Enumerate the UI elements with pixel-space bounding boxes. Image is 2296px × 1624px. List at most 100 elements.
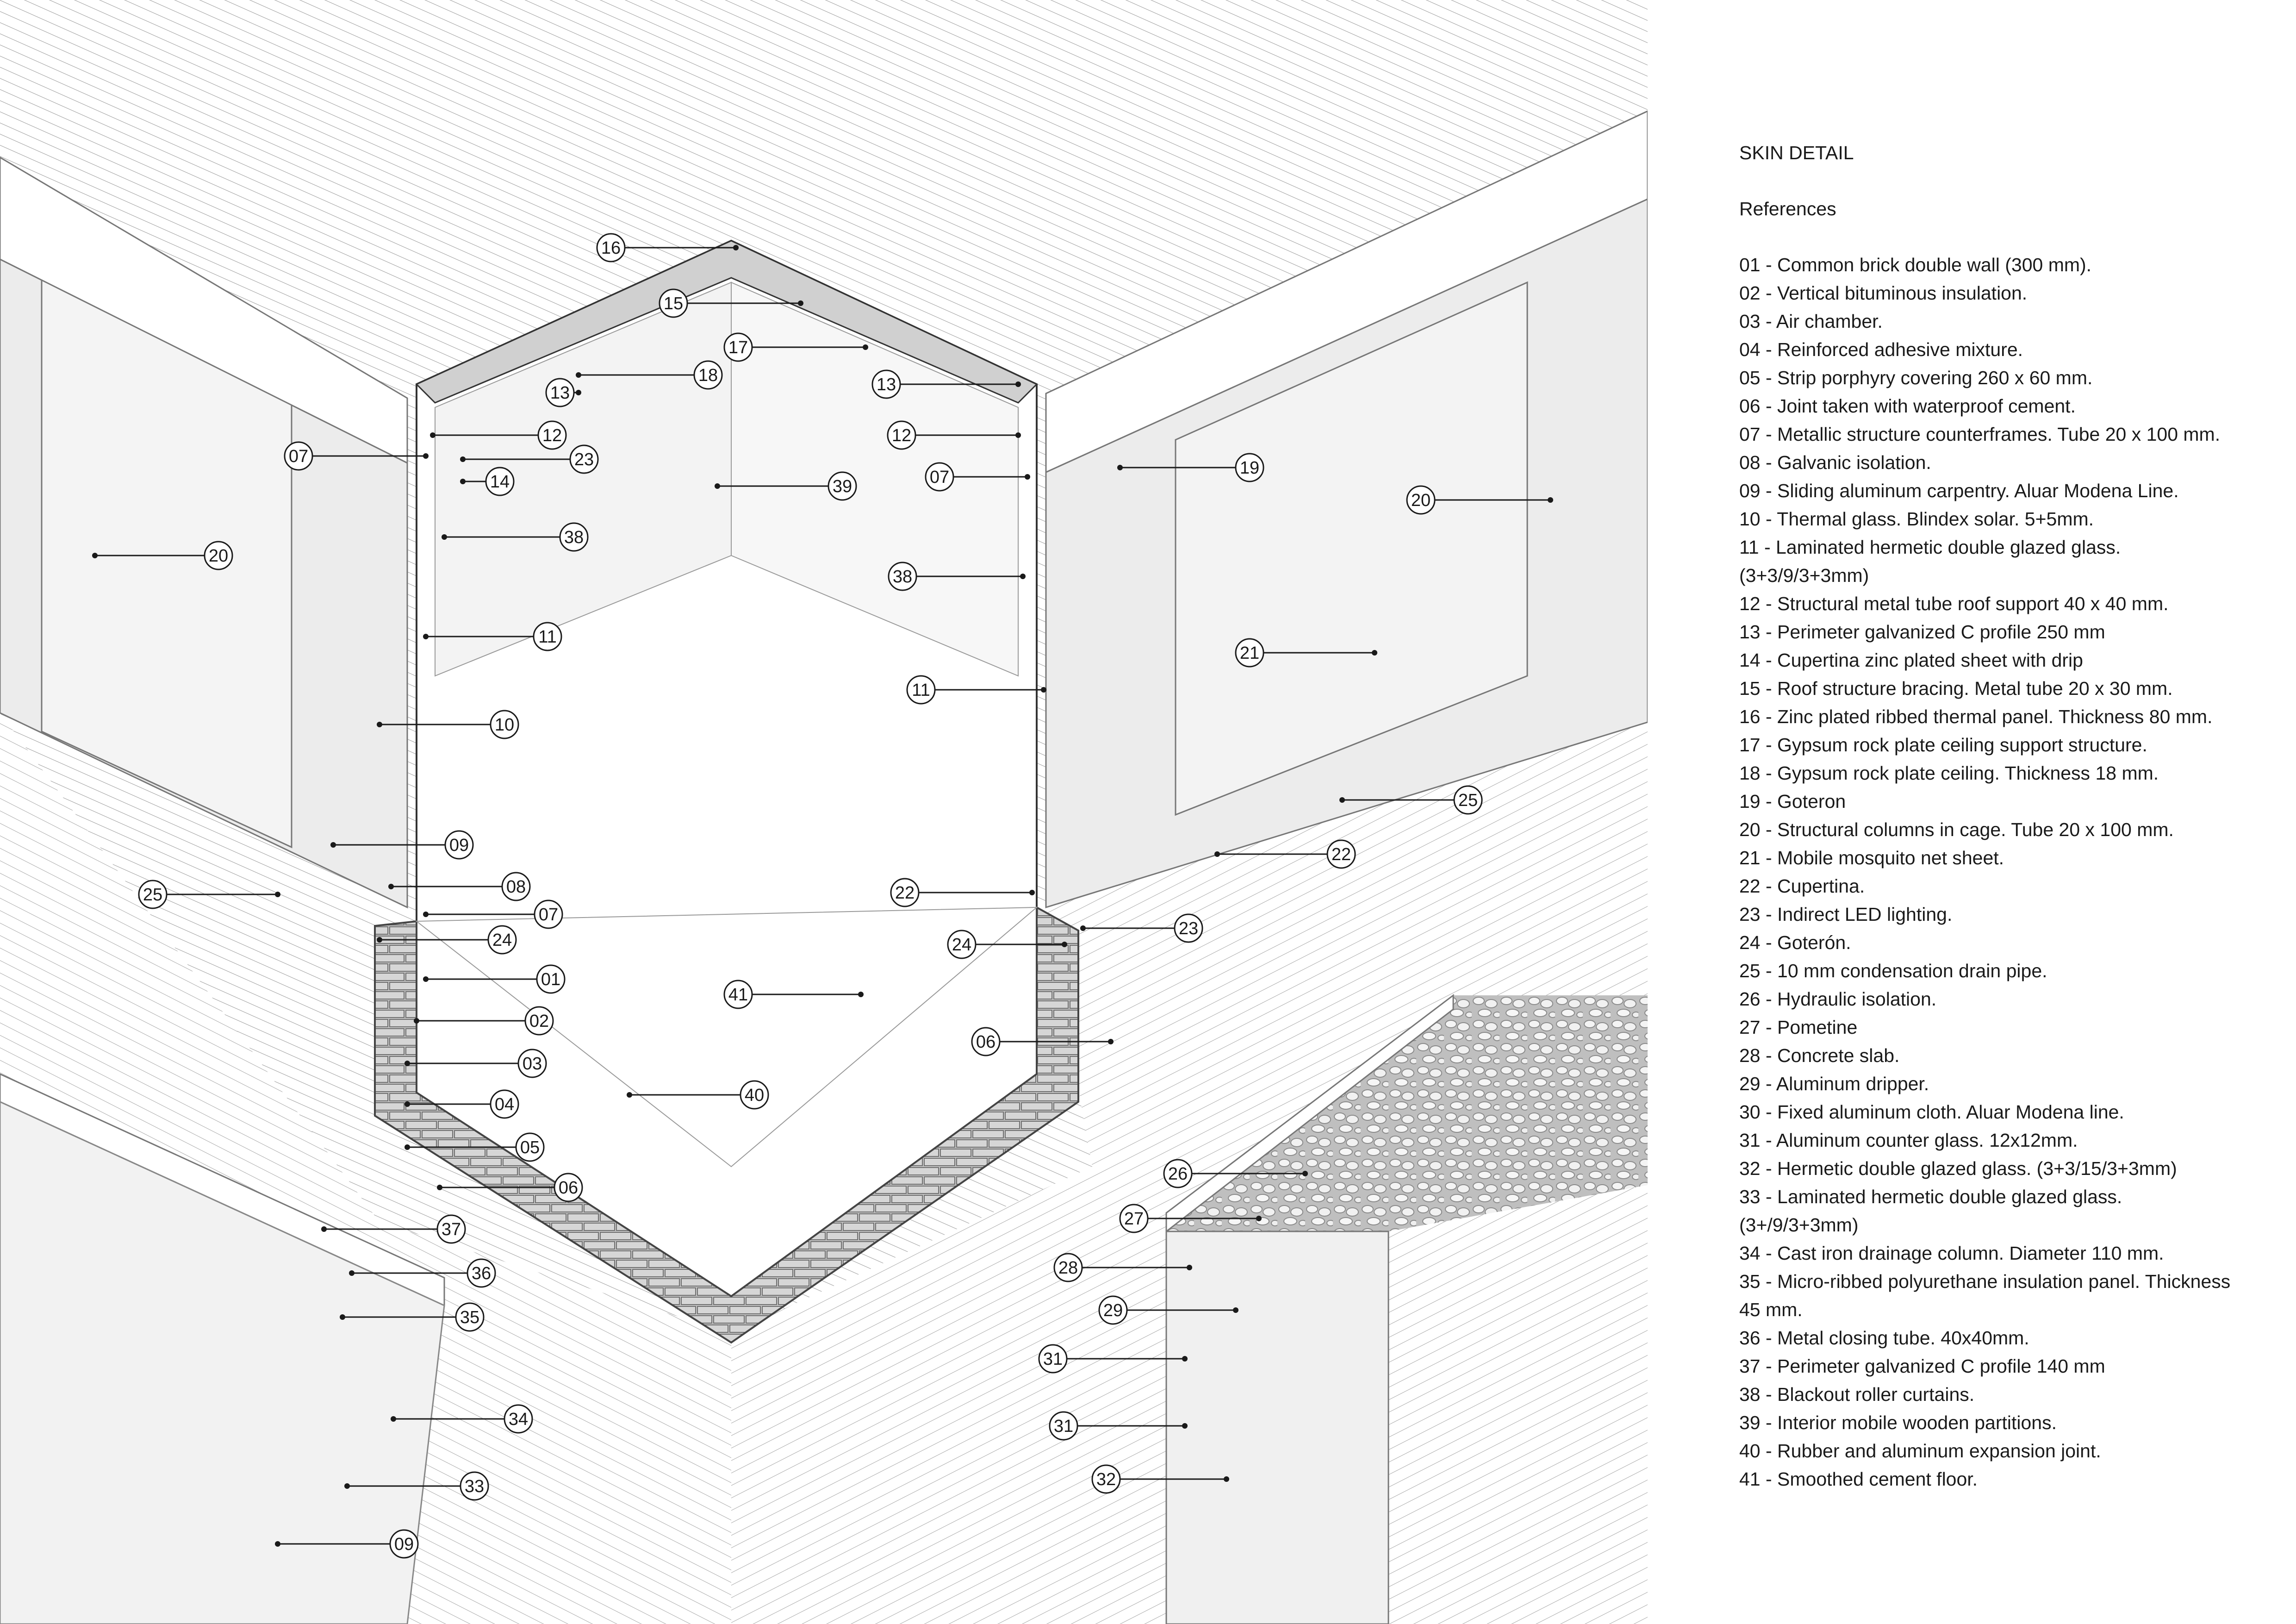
callout-circle <box>1406 485 1436 515</box>
callout-endpoint <box>627 1092 632 1098</box>
legend-panel: SKIN DETAIL References 01 - Common brick… <box>1739 139 2285 1493</box>
callout-endpoint <box>1025 474 1030 480</box>
callout-circle <box>971 1027 1001 1056</box>
legend-item: 21 - Mobile mosquito net sheet. <box>1739 847 2004 868</box>
callout-circle <box>1049 1411 1078 1441</box>
callout-circle <box>467 1258 496 1288</box>
callout-endpoint <box>1015 432 1021 438</box>
legend-item: 07 - Metallic structure counterframes. T… <box>1739 424 2221 445</box>
callout-circle <box>659 288 688 318</box>
callout-number: 23 <box>1179 919 1198 938</box>
callout-circle <box>693 360 723 390</box>
callout-circle <box>723 332 753 362</box>
callout-number: 09 <box>449 836 469 855</box>
callout-endpoint <box>1182 1423 1188 1429</box>
callout-endpoint <box>858 992 864 997</box>
callout-number: 20 <box>1411 491 1431 510</box>
callout-number: 37 <box>442 1220 461 1239</box>
callout-circle <box>1163 1159 1193 1188</box>
callout-number: 13 <box>550 383 570 403</box>
callout-circle <box>490 1089 519 1119</box>
legend-item: 37 - Perimeter galvanized C profile 140 … <box>1739 1355 2105 1377</box>
legend-item: 12 - Structural metal tube roof support … <box>1739 593 2169 614</box>
callout-endpoint <box>1339 797 1345 803</box>
callout-endpoint <box>1020 574 1026 579</box>
legend-item: 32 - Hermetic double glazed glass. (3+3/… <box>1739 1158 2177 1179</box>
legend-item: 08 - Galvanic isolation. <box>1739 452 1931 473</box>
callout-number: 14 <box>490 472 510 492</box>
callout-number: 28 <box>1058 1258 1078 1278</box>
legend-item: 14 - Cupertina zinc plated sheet with dr… <box>1739 650 2083 671</box>
legend-item: 11 - Laminated hermetic double glazed gl… <box>1739 537 2121 586</box>
callout-circle <box>723 980 753 1009</box>
legend-item: 28 - Concrete slab. <box>1739 1045 1900 1066</box>
legend-item: 19 - Goteron <box>1739 791 1846 812</box>
callout-endpoint <box>423 976 429 982</box>
legend-item: 24 - Goterón. <box>1739 932 1851 953</box>
interior-right-wall <box>731 281 1019 677</box>
legend-item: 41 - Smoothed cement floor. <box>1739 1468 1978 1490</box>
callout-number: 16 <box>601 238 621 258</box>
legend-item: 06 - Joint taken with waterproof cement. <box>1739 395 2076 417</box>
callout-circle <box>533 622 562 651</box>
callout-number: 38 <box>893 567 912 587</box>
left-roof-fascia <box>0 156 408 464</box>
callout-endpoint <box>388 884 394 889</box>
callout-endpoint <box>414 1018 419 1024</box>
callout-circle <box>1098 1295 1128 1325</box>
callout-endpoint <box>1041 687 1046 693</box>
callout-circle <box>534 899 563 929</box>
callout-endpoint <box>733 245 739 250</box>
callout-number: 24 <box>952 935 971 955</box>
callout-circle <box>906 675 936 705</box>
callout-endpoint <box>715 483 720 489</box>
callout-circle <box>1053 1253 1083 1282</box>
callout-circle <box>1119 1204 1149 1233</box>
callout-endpoint <box>798 300 803 306</box>
callout-endpoint <box>460 479 466 484</box>
right-window-pane <box>1175 281 1528 816</box>
legend-item: 18 - Gypsum rock plate ceiling. Thicknes… <box>1739 762 2159 784</box>
callout-endpoint <box>442 534 447 540</box>
callout-number: 39 <box>833 477 852 496</box>
callout-number: 08 <box>506 877 526 897</box>
callout-number: 34 <box>509 1410 528 1429</box>
callout-number: 40 <box>745 1086 764 1105</box>
legend-item: 40 - Rubber and aluminum expansion joint… <box>1739 1440 2101 1462</box>
gravel-roof <box>1166 995 1648 1231</box>
callout-circle <box>1326 839 1356 869</box>
callout-endpoint <box>430 432 436 438</box>
callout-circle <box>596 233 626 262</box>
legend-list: 01 - Common brick double wall (300 mm).0… <box>1739 251 2285 1493</box>
legend-item: 38 - Blackout roller curtains. <box>1739 1384 1975 1405</box>
callout-circle <box>890 878 920 907</box>
callout-circle <box>536 964 566 994</box>
legend-item: 05 - Strip porphyry covering 260 x 60 mm… <box>1739 367 2093 388</box>
callout-number: 03 <box>523 1054 542 1074</box>
legend-item: 36 - Metal closing tube. 40x40mm. <box>1739 1327 2029 1349</box>
callout-endpoint <box>423 634 429 639</box>
callout-circle <box>740 1080 769 1110</box>
legend-item: 22 - Cupertina. <box>1739 875 1865 897</box>
callout-number: 11 <box>912 681 930 700</box>
callout-number: 04 <box>495 1095 514 1114</box>
legend-item: 17 - Gypsum rock plate ceiling support s… <box>1739 734 2147 756</box>
callout-endpoint <box>1214 851 1220 857</box>
lower-left-window <box>0 1101 445 1624</box>
legend-item: 13 - Perimeter galvanized C profile 250 … <box>1739 621 2105 643</box>
callout-circle <box>537 420 567 450</box>
callout-endpoint <box>1108 1039 1114 1044</box>
callout-endpoint <box>404 1061 410 1066</box>
legend-item: 26 - Hydraulic isolation. <box>1739 988 1937 1010</box>
callout-circle <box>455 1302 485 1332</box>
callout-circle <box>1235 453 1264 482</box>
callout-number: 02 <box>529 1012 549 1031</box>
right-roof-fascia <box>1045 110 1648 474</box>
callout-endpoint <box>1548 497 1553 503</box>
legend-item: 20 - Structural columns in cage. Tube 20… <box>1739 819 2174 840</box>
callout-circle <box>888 562 917 591</box>
callout-number: 19 <box>1240 458 1259 478</box>
callout-circle <box>871 369 901 399</box>
callout-endpoint <box>1233 1307 1238 1313</box>
